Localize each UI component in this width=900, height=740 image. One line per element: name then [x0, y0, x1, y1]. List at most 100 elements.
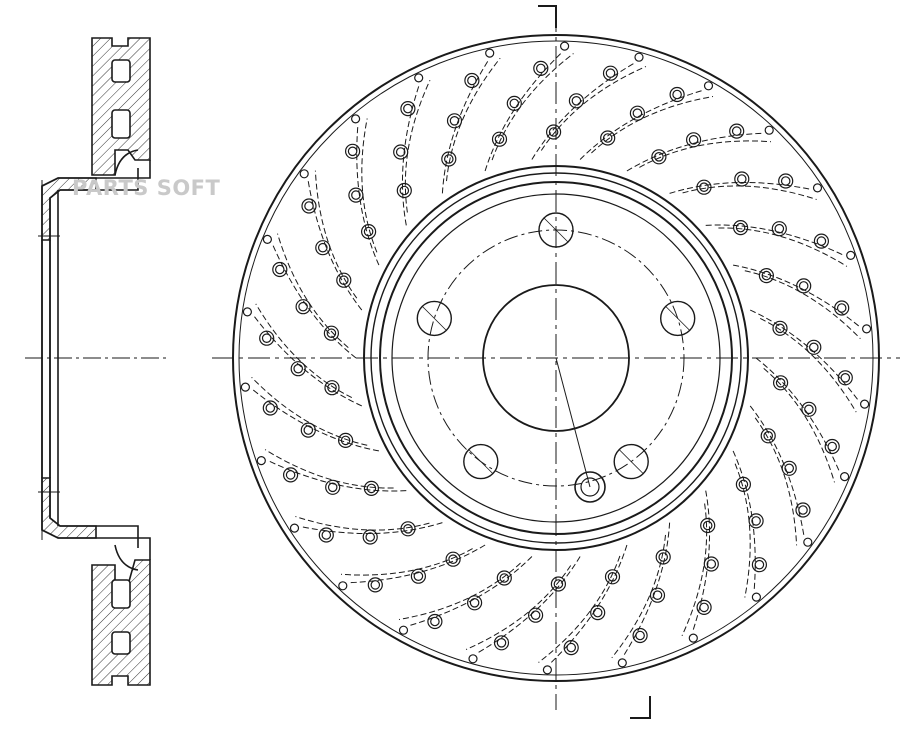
drill-hole — [758, 268, 775, 284]
small-hole — [559, 41, 570, 51]
small-hole — [617, 658, 627, 668]
groove-edge — [398, 562, 521, 620]
groove — [349, 544, 486, 584]
drill-hole — [590, 604, 606, 621]
drill-hole-inner — [632, 108, 643, 118]
drill-hole-inner — [808, 342, 819, 353]
drill-hole-inner — [509, 98, 520, 109]
drill-hole — [283, 467, 299, 483]
groove-edge — [295, 516, 430, 531]
groove-edge — [734, 463, 751, 598]
drill-hole — [259, 330, 275, 346]
small-hole — [542, 665, 553, 675]
groove — [755, 357, 840, 472]
drill-hole-inner — [605, 68, 616, 78]
drill-hole-inner — [499, 573, 510, 583]
drill-hole-inner — [702, 520, 713, 531]
drill-hole — [493, 635, 510, 651]
groove-edge — [591, 96, 714, 154]
drill-hole-inner — [548, 127, 559, 137]
small-hole — [242, 307, 252, 317]
drill-hole-inner — [365, 532, 375, 542]
drill-hole — [545, 124, 562, 140]
drill-hole — [362, 529, 378, 545]
drill-hole-inner — [735, 222, 746, 233]
drill-hole-inner — [780, 176, 791, 186]
drill-hole-inner — [798, 505, 808, 515]
front-view — [212, 5, 900, 719]
drill-hole — [781, 460, 797, 476]
drill-hole-inner — [774, 223, 785, 234]
groove-edge — [718, 227, 848, 267]
drill-hole — [410, 568, 426, 584]
drill-hole — [685, 132, 702, 148]
section-marker-top — [538, 5, 557, 28]
drill-hole — [760, 428, 776, 444]
drill-hole — [703, 556, 719, 572]
drill-hole — [649, 587, 666, 603]
neck-curve-bottom — [114, 544, 139, 571]
small-hole — [634, 52, 644, 62]
drill-hole — [396, 182, 412, 199]
small-hole — [846, 250, 856, 260]
drill-hole-inner — [338, 275, 349, 285]
drill-hole — [669, 86, 685, 103]
drill-hole-inner — [738, 479, 749, 490]
drill-hole — [778, 173, 794, 189]
drill-hole-inner — [607, 571, 618, 582]
bolt-hole-mark — [618, 449, 644, 474]
drill-hole — [400, 100, 416, 117]
drill-hole-inner — [775, 323, 785, 334]
groove-edge — [465, 565, 572, 650]
drill-hole-inner — [635, 630, 645, 641]
groove-edge — [446, 57, 501, 182]
friction-ring-upper — [91, 37, 151, 176]
drill-hole — [734, 171, 750, 187]
small-hole — [688, 633, 698, 643]
drill-hole — [772, 320, 788, 336]
drill-hole — [735, 476, 752, 492]
groove-edge — [404, 79, 431, 213]
drill-hole — [806, 339, 822, 355]
drill-hole — [300, 422, 316, 438]
groove-edge — [340, 548, 473, 576]
drill-hole-inner — [658, 552, 668, 562]
drill-hole — [336, 272, 352, 288]
drill-hole-inner — [403, 103, 413, 114]
drill-hole-inner — [285, 470, 296, 480]
drill-hole-inner — [699, 602, 709, 613]
drill-hole-inner — [274, 264, 285, 275]
drill-hole — [262, 400, 278, 416]
bolt-hole-mark — [422, 306, 447, 331]
drill-hole — [533, 60, 549, 77]
drill-hole-inner — [688, 135, 699, 145]
small-hole — [468, 654, 478, 664]
groove — [733, 264, 860, 327]
groove-edge — [251, 376, 368, 446]
disc-outer-edge — [232, 34, 880, 682]
drill-hole — [796, 278, 812, 294]
groove-edge — [491, 53, 574, 161]
drill-hole — [301, 198, 317, 214]
drill-hole — [323, 325, 339, 341]
drill-hole — [427, 613, 443, 630]
drill-hole — [696, 179, 712, 195]
drill-hole — [324, 380, 340, 396]
drill-hole-inner — [699, 182, 709, 192]
drill-hole-inner — [836, 303, 847, 313]
drill-hole-inner — [784, 463, 794, 474]
drill-hole-inner — [303, 425, 314, 435]
groove — [268, 460, 407, 492]
drill-hole-inner — [298, 301, 308, 312]
drill-hole-inner — [494, 134, 505, 144]
groove — [626, 132, 763, 172]
drill-hole — [496, 570, 512, 586]
disc-outer-chamfer — [238, 40, 874, 676]
drill-hole-inner — [304, 201, 314, 211]
drill-hole — [363, 480, 379, 496]
groove — [749, 309, 859, 401]
groove-edge — [682, 185, 817, 200]
drill-hole-inner — [265, 403, 276, 413]
drill-hole-inner — [816, 236, 827, 246]
groove-edge — [361, 118, 378, 253]
